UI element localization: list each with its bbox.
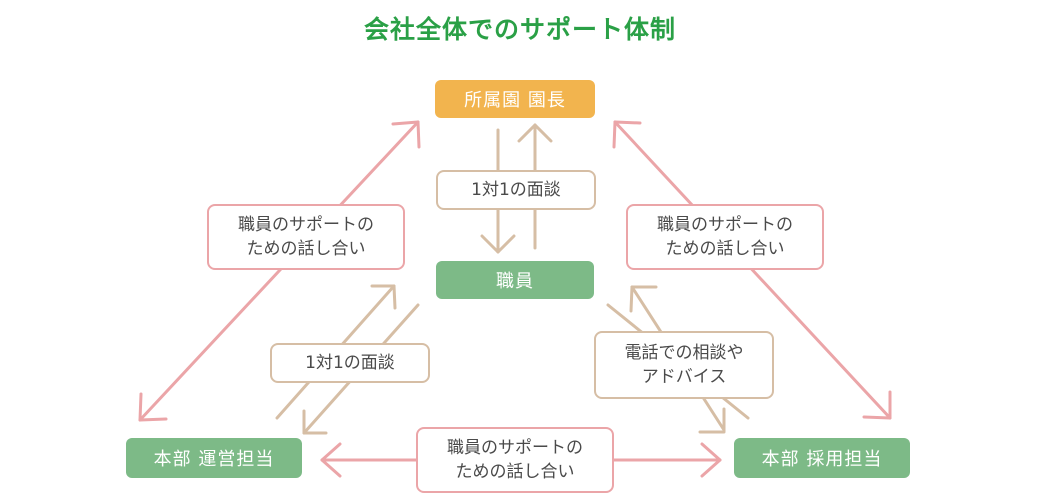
node-staff: 職員 [436, 261, 594, 299]
arrow-principal-ops [138, 120, 421, 422]
label-principal-staff-text: 1対1の面談 [471, 180, 561, 200]
node-hq-operations: 本部 運営担当 [126, 438, 302, 478]
label-principal-recruit: 職員のサポートの ための話し合い [626, 204, 824, 270]
node-principal: 所属園 園長 [435, 80, 595, 118]
node-hq-recruiting: 本部 採用担当 [734, 438, 910, 478]
label-staff-recruit-line2: アドバイス [641, 367, 727, 387]
label-principal-recruit-line1: 職員のサポートの [657, 215, 793, 235]
label-ops-recruit-line1: 職員のサポートの [447, 438, 583, 458]
label-staff-recruit: 電話での相談や アドバイス [594, 331, 774, 399]
label-principal-ops-line2: ための話し合い [246, 239, 366, 259]
node-principal-label: 所属園 園長 [464, 90, 566, 111]
label-staff-ops: 1対1の面談 [270, 343, 430, 383]
label-principal-staff: 1対1の面談 [436, 170, 596, 210]
label-principal-ops: 職員のサポートの ための話し合い [207, 204, 405, 270]
node-staff-label: 職員 [496, 271, 534, 292]
arrow-staff-recruit-head [698, 407, 726, 434]
label-staff-recruit-line1: 電話での相談や [624, 343, 744, 363]
label-ops-recruit: 職員のサポートの ための話し合い [416, 427, 614, 493]
label-principal-recruit-line2: ための話し合い [665, 239, 785, 259]
arrow-principal-recruit [612, 120, 892, 420]
label-staff-ops-text: 1対1の面談 [305, 353, 395, 373]
diagram-title: 会社全体でのサポート体制 [363, 15, 676, 44]
node-hq-operations-label: 本部 運営担当 [153, 449, 275, 470]
label-principal-ops-line1: 職員のサポートの [238, 215, 374, 235]
label-ops-recruit-line2: ための話し合い [455, 462, 575, 482]
node-hq-recruiting-label: 本部 採用担当 [761, 449, 883, 470]
